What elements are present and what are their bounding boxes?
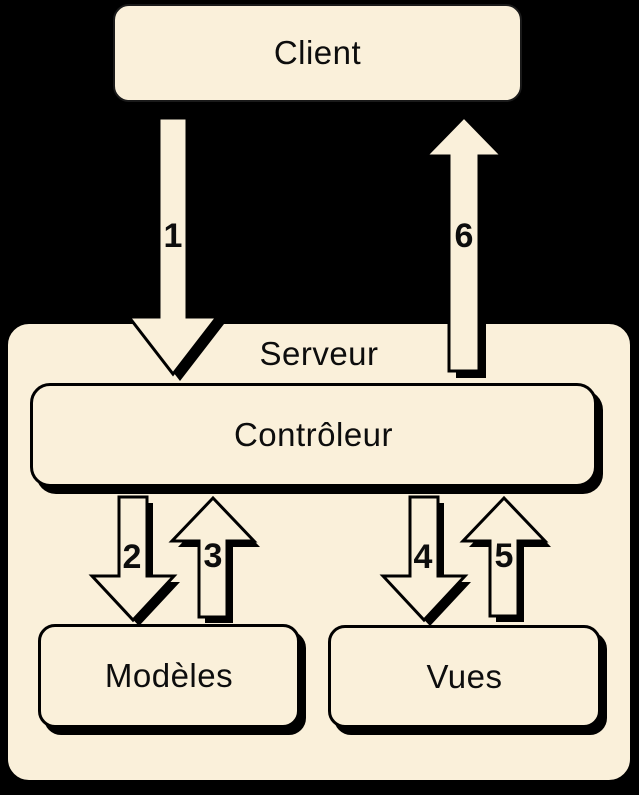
server-label: Serveur — [259, 335, 379, 372]
arrow-1-number: 1 — [164, 217, 183, 255]
arrow-6-number: 6 — [455, 217, 474, 255]
models-box: Modèles — [38, 624, 300, 728]
models-label: Modèles — [104, 657, 234, 694]
client-box: Client — [113, 4, 522, 102]
controller-label: Contrôleur — [233, 416, 394, 453]
views-label: Vues — [426, 657, 503, 695]
client-label: Client — [273, 34, 362, 71]
views-box: Vues — [328, 625, 601, 728]
controller-box: Contrôleur — [30, 383, 597, 487]
